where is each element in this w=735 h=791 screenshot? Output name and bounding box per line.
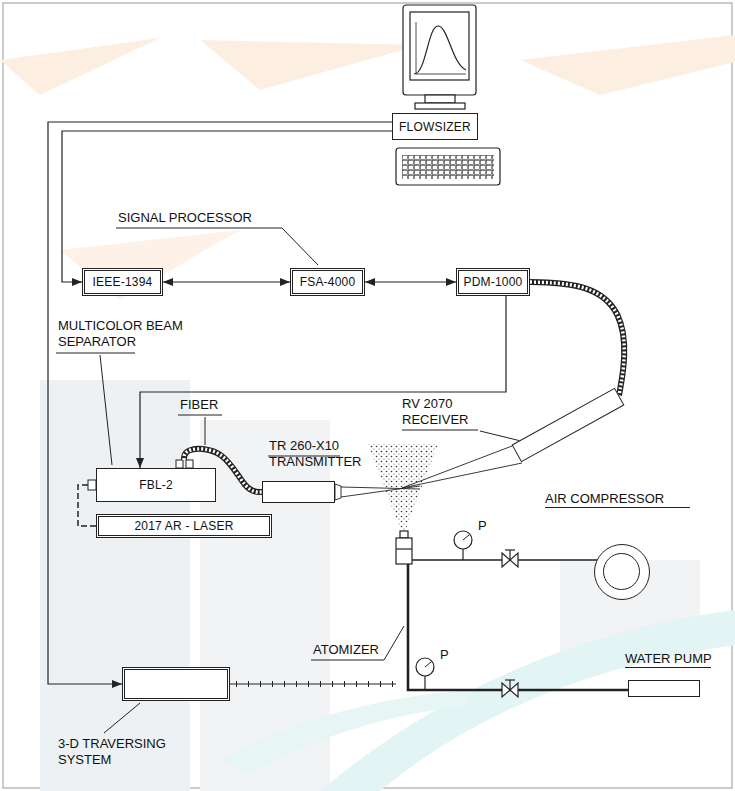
atomizer-body [396,531,412,564]
part-heading: TR 260-X10 TRANSMITTER [269,438,374,470]
pressure-label: P [478,518,487,534]
software-box: FLOWSIZER [392,113,478,140]
box-label: FBL-2 [139,478,173,492]
connector-line [62,131,392,282]
callout-label: SIGNAL PROCESSOR [118,210,252,226]
part-heading: WATER PUMP [625,651,711,668]
connector-line [163,281,290,282]
traverse-rod [230,684,396,685]
part-heading: AIR COMPRESSOR [545,491,690,508]
connector-line [48,122,392,684]
callout-label: FIBER [180,397,218,413]
receiver-body [512,388,625,463]
spray-cone [368,444,438,536]
cable-sheath [530,282,624,396]
box-label: PDM-1000 [464,275,523,289]
traverse-box: 3-D TRAVERSING SYSTEM [122,667,230,701]
beam-link [78,485,96,526]
callout-label: MULTICOLOR BEAM SEPARATOR [58,318,190,350]
fiber-cable [530,282,624,396]
signal-line [62,131,392,282]
pump-box: WATER PUMP [628,680,700,697]
box-label: FSA-4000 [300,275,356,289]
compressor-symbol: AIR COMPRESSOR [594,544,650,600]
beam-separator-box: FBL-2 [96,468,216,502]
laser-box: 2017 AR - LASER [96,514,272,538]
box-label: 2017 AR - LASER [134,519,233,533]
keyboard [396,148,500,185]
pressure-label: P [440,647,449,663]
callout-label: ATOMIZER [313,642,379,658]
connector-line [365,281,456,282]
connector-line [78,485,96,526]
watermark [0,35,735,791]
signal-line [365,282,456,283]
processor-box: FSA-4000 [290,268,365,296]
box-label: FLOWSIZER [399,120,471,134]
cable-core [530,282,624,396]
computer-monitor [403,5,476,109]
box-label: IEEE-1394 [93,275,153,289]
transmitter-probe: TR 260-X10 TRANSMITTER [262,481,335,503]
interface-box: IEEE-1394 [82,268,163,296]
part-heading: RV 2070 RECEIVER [402,396,477,428]
receiver-probe: RV 2070 RECEIVER [510,390,626,460]
air-line [412,531,597,567]
signal-line [163,282,290,283]
leader-lines [56,228,521,733]
water-line [408,564,628,697]
compressor-ring [603,553,640,590]
signal-line [48,122,392,684]
part-heading: 3-D TRAVERSING SYSTEM [58,736,178,768]
detector-box: PDM-1000 [456,268,530,296]
